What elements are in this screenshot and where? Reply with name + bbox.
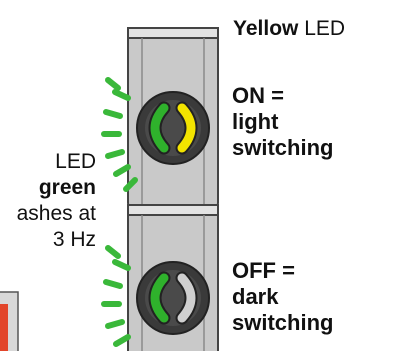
green-line-4: 3 Hz bbox=[52, 228, 96, 251]
green-line-2: green bbox=[38, 176, 96, 199]
on-line-3: switching bbox=[232, 135, 334, 160]
yellow-led-title: Yellow LED bbox=[233, 16, 345, 42]
sensor-device bbox=[0, 291, 19, 355]
yellow-led-on bbox=[177, 103, 196, 153]
green-led-on bbox=[150, 103, 169, 153]
led-housing-off bbox=[127, 204, 219, 356]
on-line-1: ON = bbox=[232, 83, 284, 108]
off-state-label: OFF = dark switching bbox=[232, 258, 392, 336]
off-line-1: OFF = bbox=[232, 258, 295, 283]
led-word: LED bbox=[298, 17, 346, 40]
yellow-word: Yellow bbox=[233, 17, 299, 40]
on-line-2: light bbox=[232, 109, 279, 134]
led-housing-on bbox=[127, 27, 219, 207]
green-rays-top bbox=[101, 77, 138, 192]
off-line-2: dark bbox=[232, 284, 279, 309]
green-line-1: LED bbox=[55, 150, 96, 173]
on-state-label: ON = light switching bbox=[232, 83, 392, 161]
green-rays-bottom bbox=[101, 245, 131, 347]
green-led-off-state bbox=[150, 273, 169, 323]
green-led-note: LED green ashes at 3 Hz bbox=[0, 149, 96, 253]
yellow-led-off bbox=[177, 273, 196, 323]
off-line-3: switching bbox=[232, 310, 334, 335]
green-line-3: ashes at bbox=[16, 202, 96, 225]
